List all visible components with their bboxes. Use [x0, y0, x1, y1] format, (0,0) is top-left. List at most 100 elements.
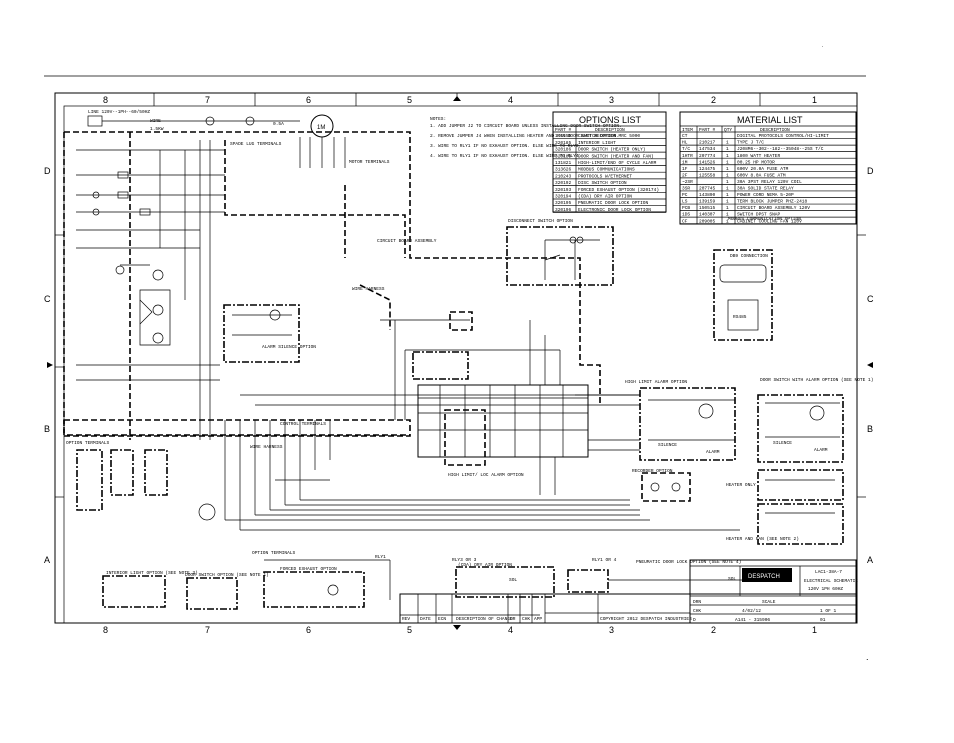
title-block: REV DATE ECN DESCRIPTION OF CHANGE DR CH…: [399, 559, 858, 624]
options-description: PNEUMATIC DOOR LOCK OPTION: [578, 200, 649, 206]
silence-label: SILENCE: [773, 440, 792, 446]
row-label: B: [44, 424, 50, 434]
material-description: 600V 20.0A FUSE ATM: [737, 166, 789, 172]
col-label: 7: [205, 625, 210, 635]
options-description: CHART RECORDER MRC 5000: [578, 133, 640, 139]
copyright-label: COPYRIGHT 2012 DESPATCH INDUSTRIES: [600, 616, 692, 622]
col-label: 7: [205, 95, 210, 105]
material-item: PC: [682, 192, 688, 198]
exhaust-motor-icon: [198, 503, 216, 521]
material-part-number: 124475: [699, 166, 716, 172]
material-part-number: 125558: [699, 172, 716, 178]
material-item: 2F: [682, 172, 688, 178]
row-label: A: [44, 555, 50, 565]
material-description: 00.25 HP MOTOR: [737, 159, 775, 165]
size-label: D: [693, 617, 696, 623]
material-description: TERM BLOCK JUMPER PHZ-2418: [737, 199, 808, 205]
material-qty: 1: [726, 199, 729, 205]
material-qty: 1: [726, 212, 729, 218]
col-label: 3: [609, 95, 614, 105]
material-item: CF: [682, 218, 688, 224]
rly4-label: RLY1 OR 4: [592, 557, 617, 563]
options-description: ELECTRONIC DOOR LOCK OPTION: [578, 207, 651, 213]
material-description: CIRCUIT BOARD ASSEMBLY 120V: [737, 205, 810, 211]
center-arrow-top-icon: [453, 96, 461, 101]
circuit-board-label: CIRCUIT BOARD ASSEMBLY: [377, 238, 437, 244]
col-label: 3: [609, 625, 614, 635]
drawing-date: 4/02/12: [742, 608, 761, 614]
options-part-number: 141656: [555, 133, 572, 139]
center-arrow-right-icon: [867, 362, 873, 368]
recorder-option: RECORDER OPTION: [632, 468, 691, 502]
material-item: 1DS: [682, 212, 690, 218]
center-arrow-left-icon: [47, 362, 53, 368]
col-label: 2: [711, 95, 716, 105]
material-part-number: 210217: [699, 140, 716, 146]
options-part-number: 320185: [555, 140, 572, 146]
material-item: HL: [682, 140, 688, 146]
drawing-title: ELECTRICAL SCHEMATIC: [804, 578, 858, 584]
material-header: ITEM: [682, 127, 693, 133]
sol-label: SOL: [509, 577, 517, 583]
material-description: J208M6--302--182--35048--25S T/C: [737, 146, 824, 152]
motor-label: 1M: [317, 125, 325, 131]
material-qty: 1: [726, 140, 729, 146]
switch-icon: [205, 116, 215, 126]
plug-icon: [87, 115, 103, 127]
material-part-number: 150515: [699, 205, 716, 211]
modbus-box: [713, 249, 773, 341]
recorder-label: RECORDER OPTION: [632, 468, 673, 474]
modbus-label: MODBUS COMMUNICATION OPTION: [728, 216, 801, 222]
material-header: PART #: [699, 127, 716, 133]
disconnect-switch-label: DISCONNECT SWITCH OPTION: [508, 218, 573, 224]
options-part-number: 320193: [555, 187, 572, 193]
alarm-label: ALARM: [706, 449, 720, 455]
material-part-number: 207774: [699, 153, 716, 159]
alarm-silence-box: [223, 304, 300, 363]
material-description: 30A SOLID STATE RELAY: [737, 186, 794, 192]
motor-terminals-label: MOTOR TERMINALS: [349, 159, 390, 165]
row-label: B: [867, 424, 873, 434]
options-part-number: 320186: [555, 147, 572, 153]
rev-value: 01: [820, 617, 826, 623]
power-input: LINE 120V--1PH--60/50HZ WIRE 1.5KW: [87, 109, 300, 132]
material-item: 1F: [682, 166, 688, 172]
col-label: 6: [306, 625, 311, 635]
page-mark-top: ': [822, 45, 823, 50]
col-label: 4: [508, 625, 513, 635]
row-label: D: [867, 166, 874, 176]
col-label: 4: [508, 95, 513, 105]
options-part-number: 320196: [555, 207, 572, 213]
material-part-number: 143890: [699, 192, 716, 198]
line-label: LINE 120V--1PH--60/50HZ: [88, 109, 150, 115]
panel-boundary: [64, 131, 601, 405]
drawing-spec: 120V 1PH 60HZ: [808, 586, 843, 592]
rs485-label: RS485: [733, 314, 747, 320]
options-header: DESCRIPTION: [595, 127, 625, 133]
note-item: 1. ADD JUMPER J2 TO CIRCUIT BOARD UNLESS…: [430, 123, 622, 129]
options-part-number: 131821: [555, 160, 572, 166]
note-item: 4. WIRE TO RLY1 IF NO EXHAUST OPTION. EL…: [430, 153, 581, 159]
col-label: 8: [103, 625, 108, 635]
bottom-options: INTERIOR LIGHT OPTION (SEE NOTE 3) DOOR …: [102, 550, 760, 610]
rev-header: REV: [402, 616, 410, 622]
wire-label: 1.5KW: [150, 126, 164, 132]
options-part-number: 320189: [555, 153, 572, 159]
drawn-label: DRN: [693, 599, 701, 605]
check-label: CHK: [693, 608, 701, 614]
material-item: LS: [682, 199, 688, 205]
company-logo: [742, 568, 792, 582]
options-description: DOOR SWITCH (HEATER AND FAN): [578, 153, 654, 159]
material-part-number: 209005: [699, 218, 716, 224]
material-qty: 1: [726, 159, 729, 165]
material-list-title: MATERIAL LIST: [737, 115, 803, 125]
switch-icon: [245, 116, 255, 126]
material-qty: 1: [726, 153, 729, 159]
material-description: CABINET COOLING FAN 120V: [737, 218, 802, 224]
pneumatic-lock-label: PNEUMATIC DOOR LOCK OPTION (SEE NOTE 4): [636, 559, 741, 565]
wire-harness-label: WIRE HARNESS: [352, 286, 385, 292]
options-part-number: 320192: [555, 180, 572, 186]
relay-ladder: [76, 140, 225, 440]
